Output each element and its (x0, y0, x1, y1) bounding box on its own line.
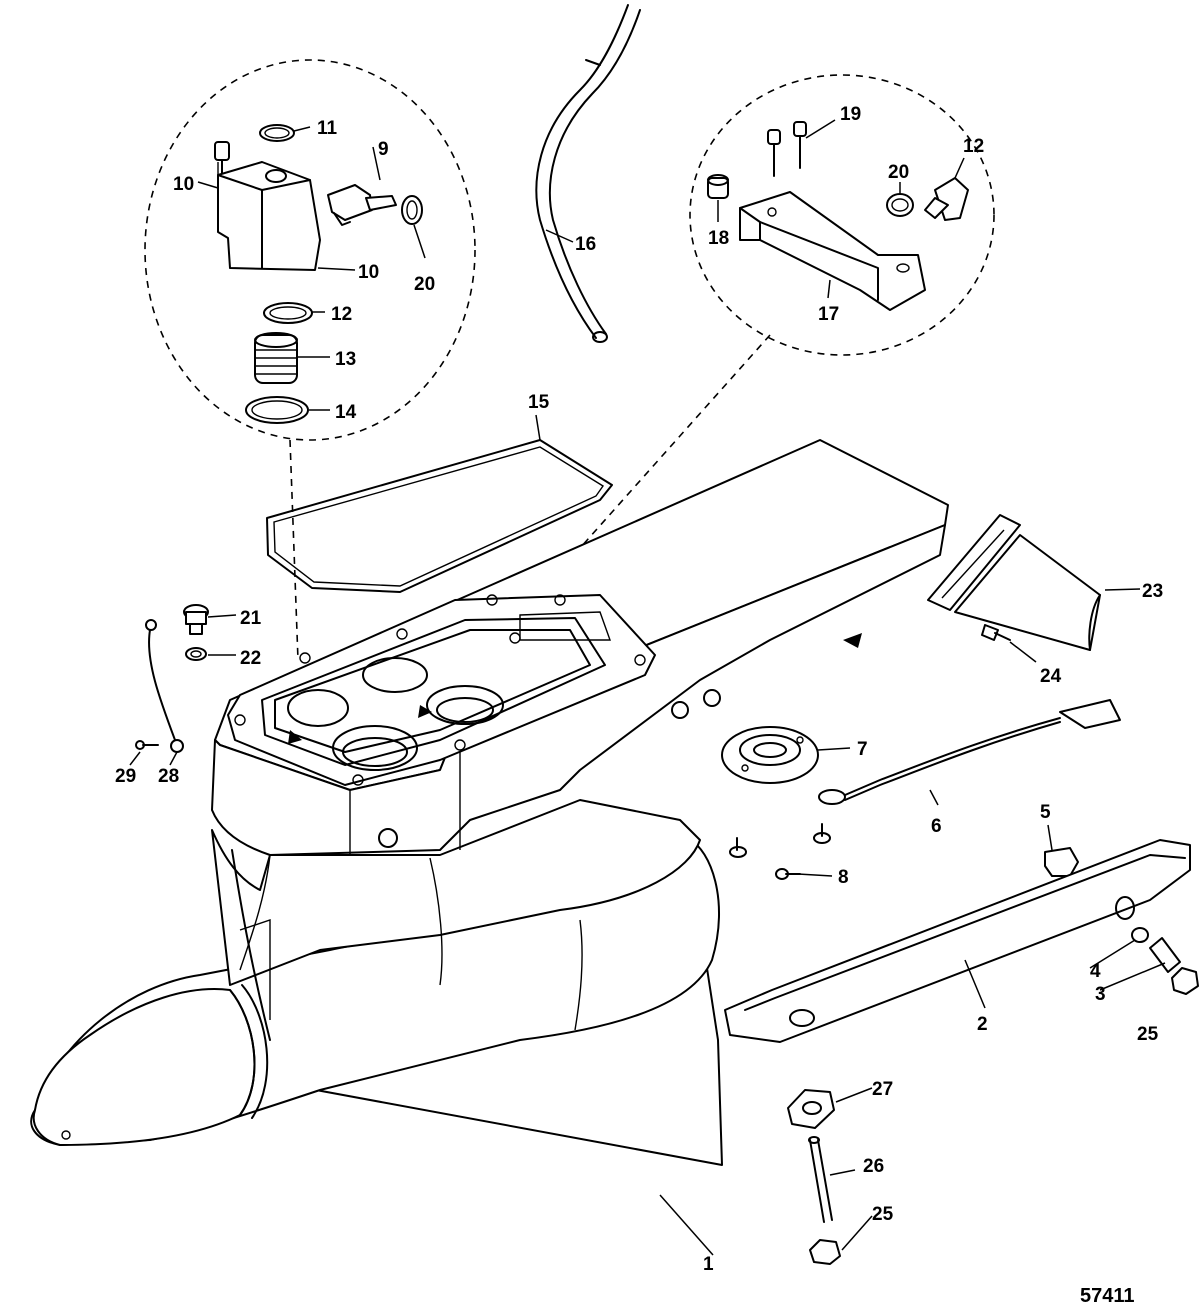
callout-1: 1 (703, 1254, 714, 1275)
callout-20-left: 20 (414, 274, 435, 295)
part-22-washer (185, 647, 207, 661)
callout-15: 15 (528, 392, 550, 413)
callout-13: 13 (335, 349, 356, 370)
part-19-screws (767, 121, 807, 177)
callout-5: 5 (1040, 802, 1051, 823)
callout-2: 2 (977, 1014, 988, 1035)
part-16-hose (535, 4, 641, 343)
part-20-clamp-left (401, 195, 423, 225)
callout-9: 9 (378, 139, 389, 160)
part-10-housing (217, 161, 321, 271)
callout-14: 14 (335, 402, 357, 423)
callout-11: 11 (317, 118, 338, 139)
part-7-anode-cover (721, 726, 819, 784)
part-18-bushing (707, 174, 729, 199)
part-12-o-ring-left (263, 302, 313, 324)
part-5-plug (1044, 847, 1079, 877)
part-11-o-ring (259, 124, 295, 142)
part-21-plug (183, 604, 209, 635)
part-24-screw (981, 624, 1011, 641)
callout-labels: 1 2 3 4 5 6 7 8 9 10 10 11 12 12 13 14 1… (115, 104, 1163, 1307)
callout-6: 6 (931, 816, 942, 837)
part-14-o-ring (245, 396, 309, 424)
leader-lines (129, 119, 1166, 1256)
callout-20-right: 20 (888, 162, 909, 183)
arrow-marker (843, 633, 862, 648)
callout-25-upper: 25 (1137, 1024, 1159, 1045)
callout-27: 27 (872, 1079, 893, 1100)
callout-24: 24 (1040, 666, 1062, 687)
callout-17: 17 (818, 304, 839, 325)
part-20-clamp-right (886, 193, 914, 217)
part-27-plate (787, 1089, 835, 1129)
figure-id: 57411 (1080, 1285, 1135, 1307)
callout-19: 19 (840, 104, 861, 125)
gearcase-housing (30, 439, 949, 1166)
part-28-ground-strap (145, 619, 184, 753)
part-9-fitting (327, 184, 397, 226)
callout-12-right: 12 (963, 136, 984, 157)
callout-3: 3 (1095, 984, 1106, 1005)
callout-28: 28 (158, 766, 179, 787)
part-12-fitting-right (924, 177, 969, 221)
callout-25-lower: 25 (872, 1204, 894, 1225)
callout-29: 29 (115, 766, 136, 787)
part-8-screws (729, 823, 831, 880)
part-2-trim-tab (724, 839, 1191, 1043)
part-6-sensor-wire (818, 699, 1121, 805)
callout-26: 26 (863, 1156, 884, 1177)
callout-16: 16 (575, 234, 596, 255)
callout-21: 21 (240, 608, 262, 629)
callout-4: 4 (1090, 961, 1101, 982)
part-4-washer (1131, 927, 1149, 943)
part-26-stud (808, 1136, 833, 1223)
part-17-bracket (739, 191, 926, 311)
part-29-screw (135, 740, 159, 750)
part-13-valve (254, 332, 298, 384)
detail-circle-left (144, 59, 476, 661)
part-25-nut-upper (1171, 967, 1199, 995)
callout-7: 7 (857, 739, 868, 760)
callout-8: 8 (838, 867, 849, 888)
callout-12-left: 12 (331, 304, 352, 325)
part-15-gasket (266, 439, 613, 593)
callout-22: 22 (240, 648, 261, 669)
callout-23: 23 (1142, 581, 1163, 602)
callout-10-housing: 10 (358, 262, 379, 283)
part-25-nut-lower (809, 1239, 841, 1265)
callout-10-screw: 10 (173, 174, 194, 195)
part-23-water-pickup (927, 514, 1101, 651)
callout-18: 18 (708, 228, 729, 249)
